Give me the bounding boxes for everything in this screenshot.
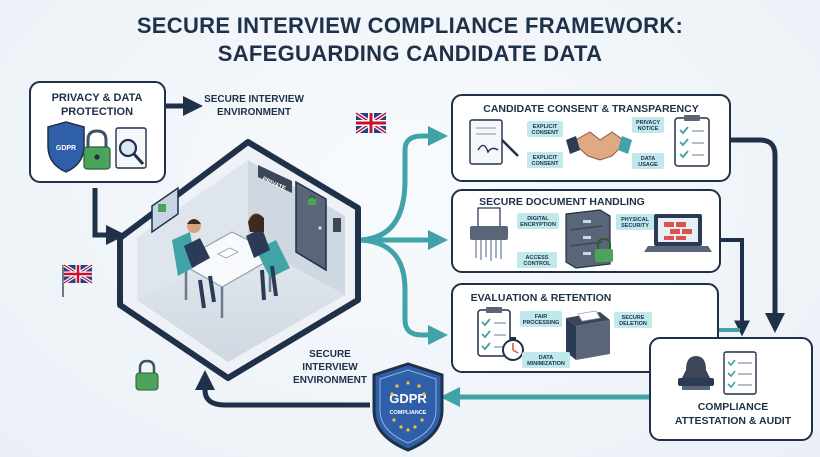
privacy-box: PRIVACY & DATA PROTECTION GDPR: [29, 81, 166, 183]
svg-text:NOTICE: NOTICE: [638, 126, 659, 132]
retention-title: EVALUATION & RETENTION: [471, 292, 612, 304]
gdpr-badge-sub: COMPLIANCE: [390, 410, 427, 416]
retention-tag-2: SECURE DELETION: [614, 312, 652, 328]
consent-tag-2: EXPLICIT CONSENT: [527, 152, 563, 168]
compliance-line2: ATTESTATION & AUDIT: [675, 415, 792, 427]
svg-text:DELETION: DELETION: [619, 321, 647, 327]
svg-text:CONTROL: CONTROL: [523, 261, 551, 267]
svg-text:SECURITY: SECURITY: [621, 223, 649, 229]
gdpr-shield-text: GDPR: [56, 145, 76, 152]
magnifier-document-icon: [115, 127, 147, 169]
svg-text:DATA: DATA: [641, 156, 655, 162]
document-panel: SECURE DOCUMENT HANDLING DIGITAL ENCRYPT…: [451, 189, 721, 273]
privacy-line1: PRIVACY & DATA: [52, 92, 143, 104]
arrow-privacy-down: [92, 188, 126, 245]
svg-text:FAIR: FAIR: [535, 314, 548, 320]
title-line-1: SECURE INTERVIEW COMPLIANCE FRAMEWORK:: [136, 13, 684, 38]
arrow-right-down: [728, 137, 785, 333]
rubber-stamp-icon: [678, 356, 714, 390]
privacy-line2: PROTECTION: [61, 106, 133, 118]
padlock-icon-bottom: [135, 359, 159, 391]
svg-text:CONSENT: CONSENT: [532, 130, 560, 136]
checklist-icon-retention: [477, 307, 511, 357]
svg-text:SECURE: SECURE: [622, 315, 645, 321]
svg-text:ACCESS: ACCESS: [526, 255, 549, 261]
svg-text:ENCRYPTION: ENCRYPTION: [520, 222, 556, 228]
consent-tag-3: PRIVACY NOTICE: [632, 117, 664, 133]
svg-text:DIGITAL: DIGITAL: [527, 216, 549, 222]
laptop-firewall-icon: [644, 214, 712, 252]
filing-cabinet-icon: [565, 209, 613, 269]
consent-title: CANDIDATE CONSENT & TRANSPARENCY: [483, 103, 698, 115]
svg-text:PROCESSING: PROCESSING: [523, 320, 560, 326]
env-bottom-line2: INTERVIEW: [302, 362, 358, 373]
arrow-badge-to-env: [195, 370, 370, 408]
document-title: SECURE DOCUMENT HANDLING: [479, 196, 645, 208]
uk-flag-icon: [354, 111, 388, 135]
arrow-docs-right: [720, 238, 750, 337]
uk-flag-icon-left: [62, 263, 93, 297]
arrow-branch-consent: [359, 126, 448, 243]
svg-text:DATA: DATA: [539, 355, 553, 361]
env-top-line1: SECURE INTERVIEW: [204, 94, 304, 105]
checklist-icon-compliance: [723, 351, 757, 395]
retention-tag-1: FAIR PROCESSING: [520, 311, 562, 327]
stopwatch-icon: [502, 337, 524, 361]
consent-panel: CANDIDATE CONSENT & TRANSPARENCY EXPLICI…: [451, 94, 731, 182]
checklist-icon: [674, 115, 710, 167]
env-bottom-line3: ENVIRONMENT: [293, 375, 367, 386]
compliance-line1: COMPLIANCE: [698, 401, 769, 413]
interviewer-figure: [172, 219, 216, 309]
document-tag-3: PHYSICAL SECURITY: [616, 214, 654, 230]
handshake-icon: [566, 131, 632, 161]
candidate-figure: [246, 213, 290, 301]
gdpr-badge: GDPR COMPLIANCE: [372, 362, 444, 452]
gdpr-badge-main: GDPR: [389, 391, 427, 406]
gdpr-shield-icon: GDPR: [47, 121, 85, 173]
padlock-icon: [83, 129, 111, 170]
svg-text:EXPLICIT: EXPLICIT: [533, 124, 558, 130]
compliance-box: COMPLIANCE ATTESTATION & AUDIT: [649, 337, 813, 441]
retention-tag-3: DATA MINIMIZATION: [522, 352, 570, 368]
interview-room: PRIVATE: [117, 139, 361, 381]
svg-text:MINIMIZATION: MINIMIZATION: [527, 361, 565, 367]
title-line-2: SAFEGUARDING CANDIDATE DATA: [217, 41, 603, 66]
env-bottom-line1: SECURE: [309, 349, 351, 360]
arrow-branch-retention: [359, 237, 448, 345]
svg-text:EXPLICIT: EXPLICIT: [533, 155, 558, 161]
document-tag-1: DIGITAL ENCRYPTION: [517, 213, 559, 229]
consent-tag-4: DATA USAGE: [632, 153, 664, 169]
flow-arrows: [92, 96, 785, 408]
svg-text:PHYSICAL: PHYSICAL: [621, 217, 649, 223]
archive-box-icon: [566, 310, 610, 360]
contract-signature-icon: [469, 119, 519, 165]
page-title: SECURE INTERVIEW COMPLIANCE FRAMEWORK: S…: [0, 12, 820, 68]
document-tag-2: ACCESS CONTROL: [517, 252, 557, 268]
consent-tag-1: EXPLICIT CONSENT: [527, 121, 563, 137]
env-top-line2: ENVIRONMENT: [217, 107, 291, 118]
svg-text:USAGE: USAGE: [638, 162, 658, 168]
svg-text:PRIVACY: PRIVACY: [636, 120, 660, 126]
shredder-icon: [470, 207, 508, 261]
svg-text:CONSENT: CONSENT: [532, 161, 560, 167]
